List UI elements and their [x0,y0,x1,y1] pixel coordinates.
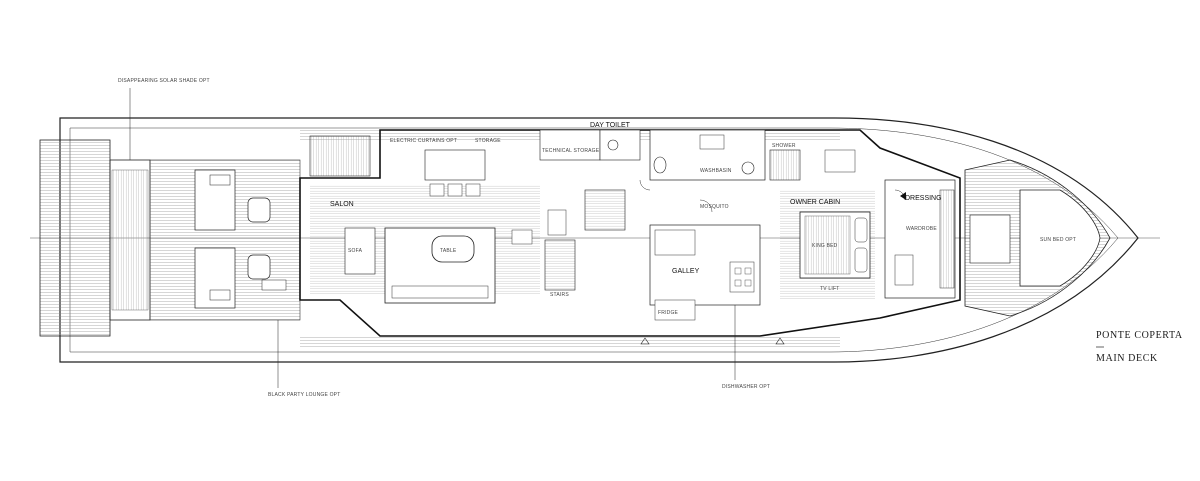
callout-table: TABLE [440,248,457,254]
room-label-sun-bed: SUN BED OPT [1040,237,1076,243]
technical-storage [539,129,641,161]
callout-mosquito: MOSQUITO [700,204,729,210]
room-label-owner-cabin: OWNER CABIN [790,199,840,206]
callout-washbasin: WASHBASIN [700,168,732,174]
owner-bathroom [649,129,856,181]
callout-technical: TECHNICAL STORAGE [542,148,600,154]
entry-arrow [775,337,785,345]
callout-galley-bottom: DISHWASHER OPT [722,384,770,390]
room-label-shower: SHOWER [772,143,796,149]
hull-outline [59,117,1139,363]
stern-platform [39,139,151,337]
hull-inner-line [69,127,1119,353]
callout-curtains: ELECTRIC CURTAINS OPT [390,138,457,144]
stairs [309,135,626,291]
door-swing [639,179,651,191]
callout-wardrobe: WARDROBE [906,226,937,232]
callout-tv: TV LIFT [820,286,839,292]
interior-shell [299,129,961,337]
dressing-arrow [900,192,906,200]
deck-label-english: MAIN DECK [1096,353,1158,364]
callout-fridge: FRIDGE [658,310,679,316]
callout-sofa: SOFA [348,248,363,254]
salon-area [310,149,540,304]
callout-stairs: STAIRS [550,292,569,298]
galley-area [649,224,761,321]
callout-stern-top: DISAPPEARING SOLAR SHADE OPT [118,78,210,84]
owner-cabin-area [780,190,875,300]
deck-label-italian: PONTE COPERTA [1096,330,1183,341]
foredeck [964,159,1111,317]
door-swing [699,199,713,213]
callout-stern-bottom: BLACK PARTY LOUNGE OPT [268,392,340,398]
dressing-area [884,179,956,299]
room-label-dressing: DRESSING [905,195,942,202]
starboard-side-deck [300,336,840,348]
room-label-salon: SALON [330,201,354,208]
room-label-day-toilet: DAY TOILET [590,122,631,129]
entry-arrow [640,337,650,345]
aft-cockpit [149,159,301,321]
room-label-galley: GALLEY [672,268,700,275]
callout-bed: KING BED [812,243,838,249]
callout-storage: STORAGE [475,138,501,144]
